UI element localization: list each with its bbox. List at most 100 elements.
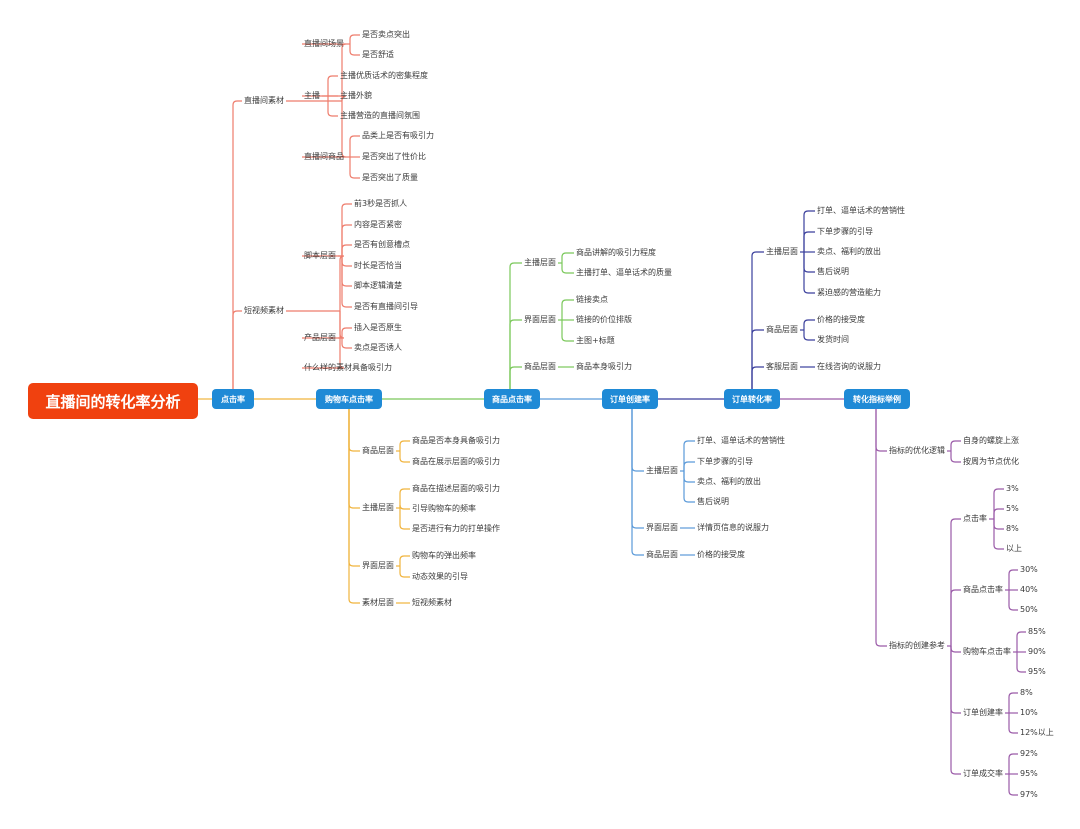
branch-5-topic-1-item-3-leaf-1[interactable]: 10% <box>1020 708 1038 717</box>
branch-1-topic-1-item-1[interactable]: 引导购物车的频率 <box>412 504 476 513</box>
branch-4-topic-0-item-3[interactable]: 售后说明 <box>817 267 849 276</box>
branch-5-topic-1-item-1-leaf-1[interactable]: 40% <box>1020 585 1038 594</box>
branch-4-topic-0-item-1[interactable]: 下单步骤的引导 <box>817 227 873 236</box>
root-topic[interactable]: 直播间的转化率分析 <box>28 383 198 419</box>
branch-2-topic-1-item-2[interactable]: 主图+标题 <box>576 336 615 345</box>
branch-1-topic-3-item-0[interactable]: 短视频素材 <box>412 598 452 607</box>
branch-5-topic-1-item-2-leaf-2[interactable]: 95% <box>1028 667 1046 676</box>
branch-5-topic-1-item-3-leaf-2[interactable]: 12%以上 <box>1020 728 1054 737</box>
branch-1-topic-0[interactable]: 商品层面 <box>362 446 394 455</box>
branch-2-topic-1-item-0[interactable]: 链接卖点 <box>576 295 608 304</box>
branch-5-topic-1-item-3-leaf-0[interactable]: 8% <box>1020 688 1033 697</box>
branch-5-topic-1-item-1-leaf-2[interactable]: 50% <box>1020 605 1038 614</box>
branch-0-topic-0-item-1[interactable]: 主播 <box>304 91 320 100</box>
branch-0-topic-1-item-0-leaf-3[interactable]: 时长是否恰当 <box>354 261 402 270</box>
branch-0-topic-1-item-0-leaf-5[interactable]: 是否有直播间引导 <box>354 302 418 311</box>
branch-0-topic-0-item-2-leaf-0[interactable]: 品类上是否有吸引力 <box>362 131 434 140</box>
branch-5-topic-1-item-4-leaf-0[interactable]: 92% <box>1020 749 1038 758</box>
branch-5-topic-1-item-2-leaf-1[interactable]: 90% <box>1028 647 1046 656</box>
branch-1-topic-2-item-0[interactable]: 购物车的弹出频率 <box>412 551 476 560</box>
branch-5-topic-0-item-0[interactable]: 自身的螺旋上涨 <box>963 436 1019 445</box>
branch-4-topic-0[interactable]: 主播层面 <box>766 247 798 256</box>
branch-5-topic-1-item-0-leaf-2[interactable]: 8% <box>1006 524 1019 533</box>
branch-box-5[interactable]: 转化指标举例 <box>844 389 910 409</box>
branch-0-topic-1-item-2[interactable]: 什么样的素材具备吸引力 <box>304 363 392 372</box>
branch-0-topic-0-item-1-leaf-2[interactable]: 主播营造的直播间氛围 <box>340 111 420 120</box>
branch-5-topic-1-item-0-leaf-0[interactable]: 3% <box>1006 484 1019 493</box>
branch-5-topic-1-item-1-leaf-0[interactable]: 30% <box>1020 565 1038 574</box>
branch-0-topic-1-item-0-leaf-0[interactable]: 前3秒是否抓人 <box>354 199 408 208</box>
branch-0-topic-1-item-0-leaf-1[interactable]: 内容是否紧密 <box>354 220 402 229</box>
branch-1-topic-1-item-0[interactable]: 商品在描述层面的吸引力 <box>412 484 500 493</box>
branch-4-topic-0-item-2[interactable]: 卖点、福利的放出 <box>817 247 881 256</box>
branch-4-topic-2[interactable]: 客服层面 <box>766 362 798 371</box>
branch-1-topic-1-item-2[interactable]: 是否进行有力的打单操作 <box>412 524 500 533</box>
branch-0-topic-0-item-2-leaf-1[interactable]: 是否突出了性价比 <box>362 152 426 161</box>
branch-0-topic-1-item-0-leaf-4[interactable]: 脚本逻辑清楚 <box>354 281 402 290</box>
branch-5-topic-1-item-3[interactable]: 订单创建率 <box>963 708 1003 717</box>
branch-0-topic-0-item-0-leaf-0[interactable]: 是否卖点突出 <box>362 30 410 39</box>
branch-box-2[interactable]: 商品点击率 <box>484 389 540 409</box>
branch-1-topic-0-item-0[interactable]: 商品是否本身具备吸引力 <box>412 436 500 445</box>
branch-2-topic-2-item-0[interactable]: 商品本身吸引力 <box>576 362 632 371</box>
branch-0-topic-0-item-0-leaf-1[interactable]: 是否舒适 <box>362 50 394 59</box>
branch-2-topic-1[interactable]: 界面层面 <box>524 315 556 324</box>
branch-3-topic-0-item-3[interactable]: 售后说明 <box>697 497 729 506</box>
branch-5-topic-1-item-4-leaf-1[interactable]: 95% <box>1020 769 1038 778</box>
branch-0-topic-0-item-0[interactable]: 直播间场景 <box>304 39 344 48</box>
branch-1-topic-1[interactable]: 主播层面 <box>362 503 394 512</box>
branch-4-topic-0-item-0[interactable]: 打单、逼单话术的营销性 <box>817 206 905 215</box>
branch-1-topic-0-item-1[interactable]: 商品在展示层面的吸引力 <box>412 457 500 466</box>
branch-2-topic-1-bracket-link-2 <box>561 320 574 342</box>
branch-2-topic-0-item-1[interactable]: 主播打单、逼单话术的质量 <box>576 268 672 277</box>
branch-5-topic-1-item-0[interactable]: 点击率 <box>963 514 987 523</box>
branch-0-topic-1-item-1-leaf-1[interactable]: 卖点是否诱人 <box>354 343 402 352</box>
branch-box-4[interactable]: 订单转化率 <box>724 389 780 409</box>
branch-box-3[interactable]: 订单创建率 <box>602 389 658 409</box>
branch-5-topic-1-item-2[interactable]: 购物车点击率 <box>963 647 1011 656</box>
branch-0-topic-1-item-0[interactable]: 脚本层面 <box>304 251 336 260</box>
branch-0-topic-1-item-1-leaf-0[interactable]: 插入是否原生 <box>354 323 402 332</box>
branch-5-topic-1-item-4-leaf-2[interactable]: 97% <box>1020 790 1038 799</box>
branch-3-topic-0-item-0[interactable]: 打单、逼单话术的营销性 <box>697 436 785 445</box>
branch-0-topic-0-item-2-leaf-2[interactable]: 是否突出了质量 <box>362 173 418 182</box>
branch-4-topic-2-item-0[interactable]: 在线咨询的说服力 <box>817 362 881 371</box>
branch-box-0[interactable]: 点击率 <box>212 389 254 409</box>
branch-0-topic-1[interactable]: 短视频素材 <box>244 306 284 315</box>
branch-1-topic-3[interactable]: 素材层面 <box>362 598 394 607</box>
branch-5-topic-0[interactable]: 指标的优化逻辑 <box>889 446 945 455</box>
branch-5-topic-1-item-4[interactable]: 订单成交率 <box>963 769 1003 778</box>
branch-1-topic-2[interactable]: 界面层面 <box>362 561 394 570</box>
branch-4-topic-1-item-1[interactable]: 发货时间 <box>817 335 849 344</box>
branch-0-topic-0[interactable]: 直播间素材 <box>244 96 284 105</box>
branch-5-topic-1[interactable]: 指标的创建参考 <box>889 641 945 650</box>
branch-3-topic-0-item-1[interactable]: 下单步骤的引导 <box>697 457 753 466</box>
branch-3-topic-0-item-2[interactable]: 卖点、福利的放出 <box>697 477 761 486</box>
branch-4-topic-1[interactable]: 商品层面 <box>766 325 798 334</box>
branch-2-topic-0[interactable]: 主播层面 <box>524 258 556 267</box>
branch-4-topic-1-item-0[interactable]: 价格的接受度 <box>817 315 865 324</box>
branch-3-topic-1-item-0[interactable]: 详情页信息的说服力 <box>697 523 769 532</box>
branch-2-topic-2[interactable]: 商品层面 <box>524 362 556 371</box>
branch-5-topic-1-item-2-leaf-0[interactable]: 85% <box>1028 627 1046 636</box>
branch-5-topic-1-item-0-leaf-3[interactable]: 以上 <box>1006 544 1022 553</box>
branch-5-topic-1-item-2-bracket-link-0 <box>1016 631 1026 652</box>
branch-2-topic-1-item-1[interactable]: 链接的价位排版 <box>576 315 632 324</box>
branch-5-topic-1-item-0-leaf-1[interactable]: 5% <box>1006 504 1019 513</box>
branch-5-topic-1-item-1[interactable]: 商品点击率 <box>963 585 1003 594</box>
branch-0-topic-0-item-2[interactable]: 直播间商品 <box>304 152 344 161</box>
branch-1-topic-2-item-1[interactable]: 动态效果的引导 <box>412 572 468 581</box>
branch-0-topic-0-item-1-leaf-1[interactable]: 主播外貌 <box>340 91 372 100</box>
branch-0-topic-1-item-1[interactable]: 产品层面 <box>304 333 336 342</box>
branch-3-topic-2-item-0[interactable]: 价格的接受度 <box>697 550 745 559</box>
branch-3-topic-1[interactable]: 界面层面 <box>646 523 678 532</box>
branch-box-1[interactable]: 购物车点击率 <box>316 389 382 409</box>
branch-4-topic-0-item-4[interactable]: 紧迫感的营造能力 <box>817 288 881 297</box>
branch-5-topic-0-item-1[interactable]: 按周为节点优化 <box>963 457 1019 466</box>
branch-0-topic-0-item-1-leaf-0[interactable]: 主播优质话术的密集程度 <box>340 71 428 80</box>
branch-2-topic-0-item-0[interactable]: 商品讲解的吸引力程度 <box>576 248 656 257</box>
branch-0-topic-1-item-0-leaf-2[interactable]: 是否有创意槽点 <box>354 240 410 249</box>
branch-3-topic-0[interactable]: 主播层面 <box>646 466 678 475</box>
branch-3-topic-2[interactable]: 商品层面 <box>646 550 678 559</box>
branch-5-topic-1-item-0-bracket-link-2 <box>993 519 1004 530</box>
